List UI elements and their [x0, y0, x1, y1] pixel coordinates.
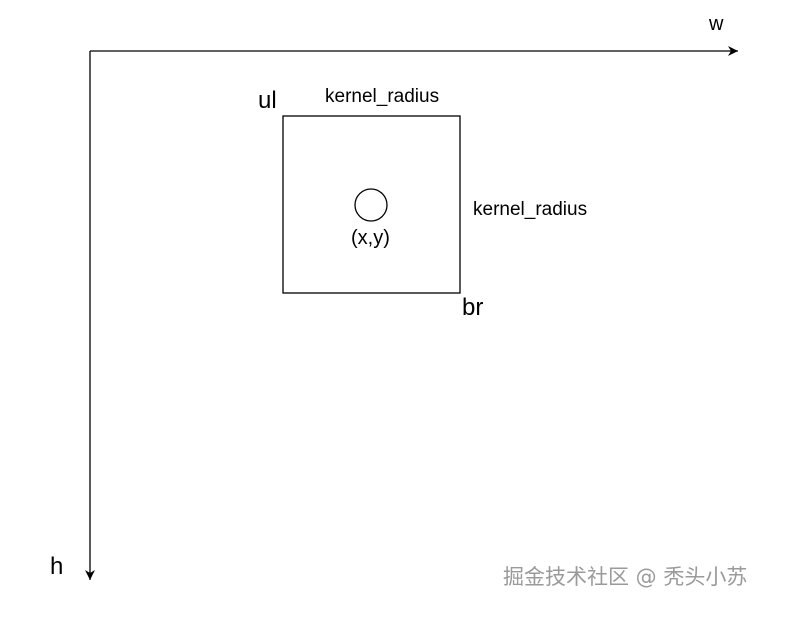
kernel-radius-top-label: kernel_radius: [325, 86, 440, 107]
watermark-text: 掘金技术社区 @ 秃头小苏: [503, 565, 748, 589]
upper-left-label: ul: [258, 87, 277, 114]
kernel-box: [282, 115, 461, 294]
x-axis-label: w: [709, 13, 724, 35]
y-axis-label: h: [50, 553, 64, 580]
bottom-right-label: br: [462, 294, 484, 321]
center-point-circle: [354, 188, 388, 222]
center-coordinate-label: (x,y): [351, 227, 390, 249]
kernel-radius-side-label: kernel_radius: [473, 199, 588, 220]
